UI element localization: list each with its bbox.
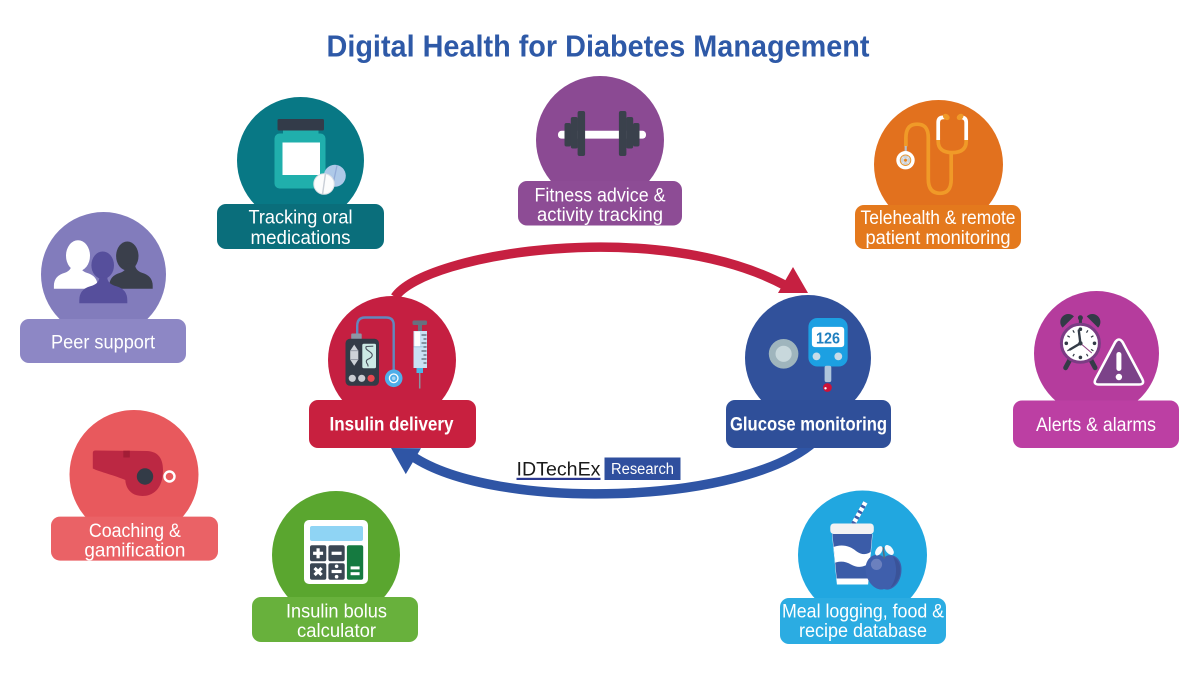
svg-text:Fitness advice &: Fitness advice & — [535, 185, 666, 206]
svg-text:Alerts & alarms: Alerts & alarms — [1036, 415, 1156, 436]
svg-text:Glucose monitoring: Glucose monitoring — [730, 415, 887, 436]
svg-text:IDTechEx: IDTechEx — [517, 459, 601, 481]
svg-text:Telehealth & remote: Telehealth & remote — [861, 208, 1016, 229]
svg-text:calculator: calculator — [297, 621, 377, 642]
svg-text:patient monitoring: patient monitoring — [866, 228, 1011, 249]
svg-text:Insulin bolus: Insulin bolus — [286, 602, 387, 623]
svg-text:126: 126 — [816, 330, 840, 347]
svg-text:Tracking oral: Tracking oral — [249, 208, 353, 229]
svg-text:recipe database: recipe database — [799, 621, 927, 642]
svg-text:gamification: gamification — [84, 541, 185, 562]
svg-text:Meal logging, food &: Meal logging, food & — [782, 601, 944, 622]
svg-text:Digital Health for Diabetes Ma: Digital Health for Diabetes Management — [327, 29, 870, 64]
svg-text:Peer support: Peer support — [51, 333, 156, 354]
svg-text:Insulin delivery: Insulin delivery — [330, 415, 454, 436]
svg-text:activity tracking: activity tracking — [537, 205, 663, 226]
svg-text:Research: Research — [611, 461, 674, 478]
svg-text:Coaching &: Coaching & — [89, 521, 181, 542]
svg-text:medications: medications — [251, 228, 351, 249]
